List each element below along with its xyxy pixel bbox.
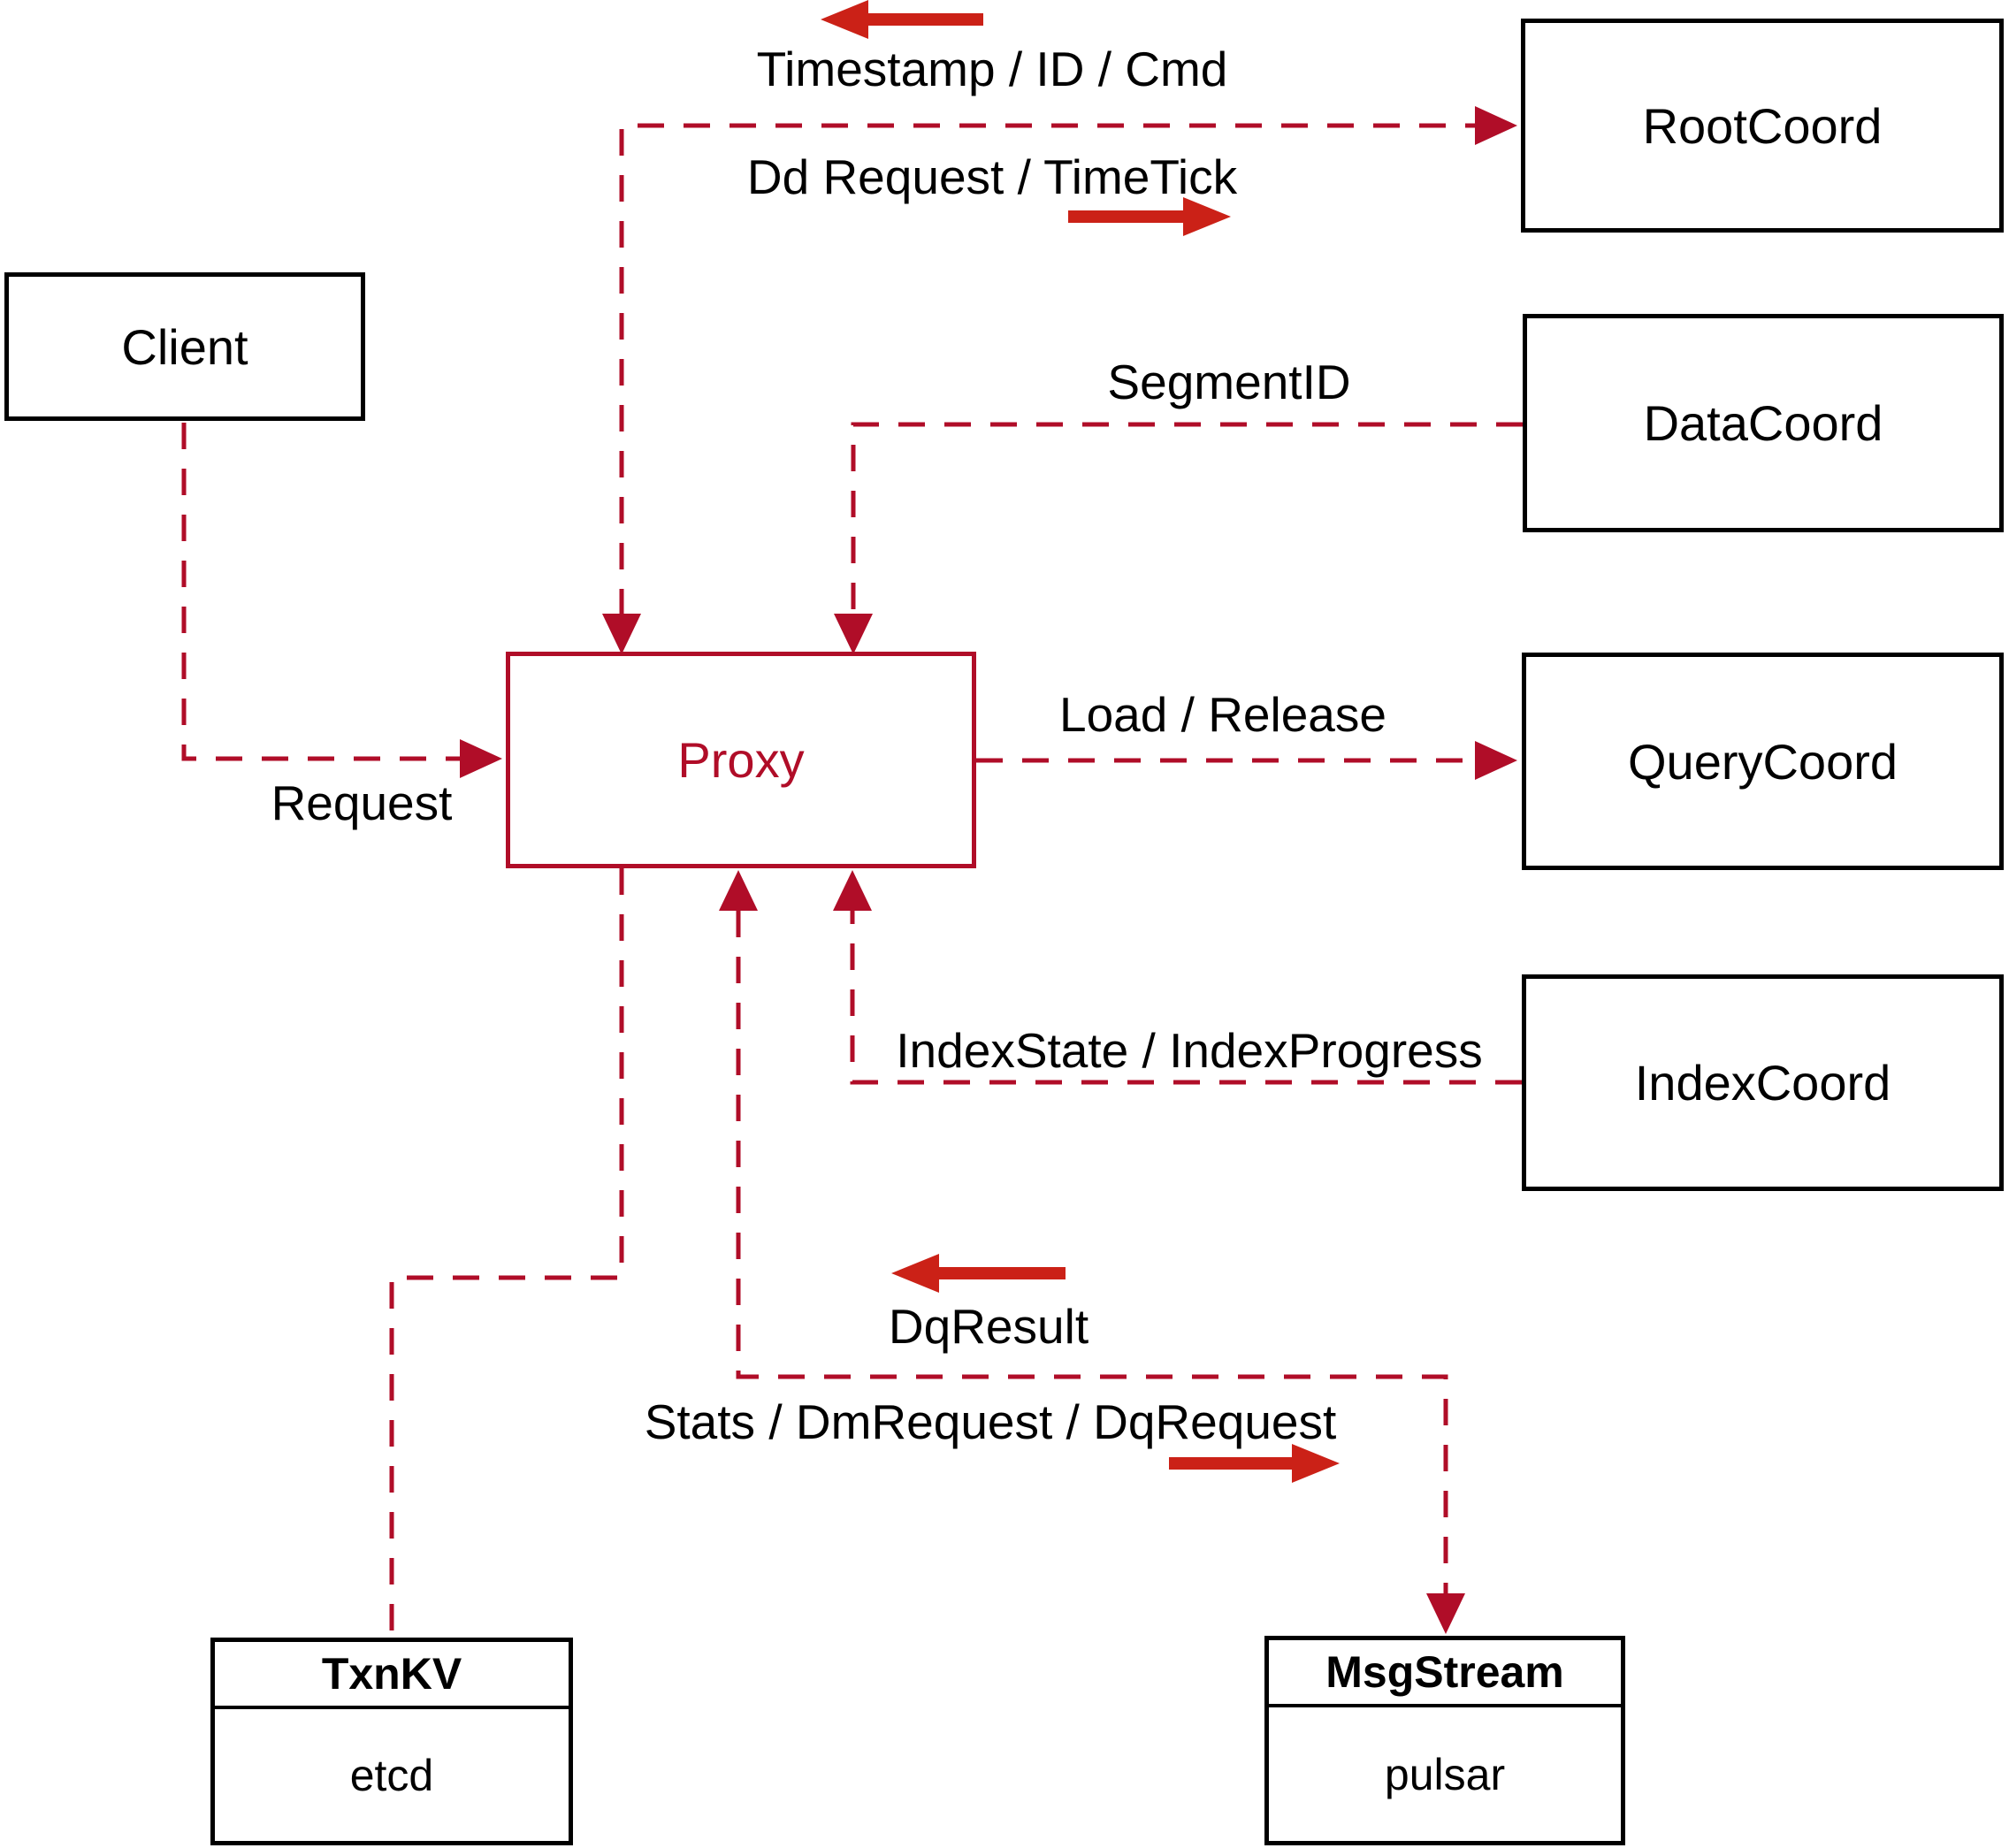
node-txnkv: TxnKV etcd <box>210 1638 573 1845</box>
direction-arrow-left-dqresult <box>891 1254 1066 1293</box>
edge-label-request: Request <box>271 775 453 830</box>
node-rootcoord: RootCoord <box>1521 19 2004 233</box>
direction-arrow-left-timestamp <box>821 0 983 39</box>
node-proxy: Proxy <box>506 652 976 868</box>
edge-label-dd-request-timetick: Dd Request / TimeTick <box>746 149 1238 204</box>
connector-proxy-msgstream <box>736 911 1448 1593</box>
edge-label-timestamp-id-cmd: Timestamp / ID / Cmd <box>756 42 1228 96</box>
node-txnkv-body-row: etcd <box>215 1709 569 1841</box>
node-datacoord-label: DataCoord <box>1643 395 1883 451</box>
arrowhead-into-rootcoord <box>1475 106 1517 145</box>
node-indexcoord-label: IndexCoord <box>1634 1055 1891 1111</box>
edge-label-segmentid: SegmentID <box>1107 355 1351 409</box>
arrowhead-into-proxy-bottom-left <box>719 870 758 911</box>
edge-label-dqresult: DqResult <box>888 1299 1089 1354</box>
connector-proxy-rootcoord <box>619 123 1475 615</box>
node-msgstream-body: pulsar <box>1384 1749 1506 1799</box>
node-txnkv-title-row: TxnKV <box>215 1642 569 1709</box>
direction-arrow-right-ddrequest <box>1068 197 1231 236</box>
arrowhead-into-proxy-bottom-center <box>833 870 872 911</box>
connector-indexcoord-proxy <box>850 911 1522 1085</box>
node-client-label: Client <box>121 318 248 375</box>
node-rootcoord-label: RootCoord <box>1642 97 1883 154</box>
arrowhead-into-proxy-top-left <box>602 614 641 654</box>
node-querycoord: QueryCoord <box>1522 653 2004 870</box>
node-msgstream-body-row: pulsar <box>1269 1707 1621 1841</box>
direction-arrow-right-stats <box>1169 1444 1340 1483</box>
node-msgstream: MsgStream pulsar <box>1264 1636 1625 1845</box>
arrowhead-into-msgstream <box>1426 1593 1465 1634</box>
node-indexcoord: IndexCoord <box>1522 974 2004 1191</box>
node-msgstream-title: MsgStream <box>1325 1647 1564 1697</box>
edge-label-stats-dmrequest-dqrequest: Stats / DmRequest / DqRequest <box>644 1394 1337 1449</box>
connector-datacoord-proxy <box>851 422 1523 614</box>
node-client: Client <box>4 272 365 421</box>
arrowhead-into-proxy-left <box>460 739 502 778</box>
node-proxy-label: Proxy <box>677 732 805 788</box>
connector-proxy-txnkv <box>389 868 624 1636</box>
node-msgstream-title-row: MsgStream <box>1269 1640 1621 1707</box>
arrowhead-into-querycoord <box>1475 741 1517 780</box>
connector-client-proxy <box>181 423 460 761</box>
node-datacoord: DataCoord <box>1523 314 2004 532</box>
node-querycoord-label: QueryCoord <box>1627 733 1898 790</box>
edge-label-load-release: Load / Release <box>1059 687 1386 742</box>
edge-label-indexstate-indexprogress: IndexState / IndexProgress <box>896 1023 1483 1078</box>
node-txnkv-body: etcd <box>349 1750 434 1800</box>
arrowhead-into-proxy-top-right <box>834 614 873 654</box>
node-txnkv-title: TxnKV <box>321 1649 462 1699</box>
